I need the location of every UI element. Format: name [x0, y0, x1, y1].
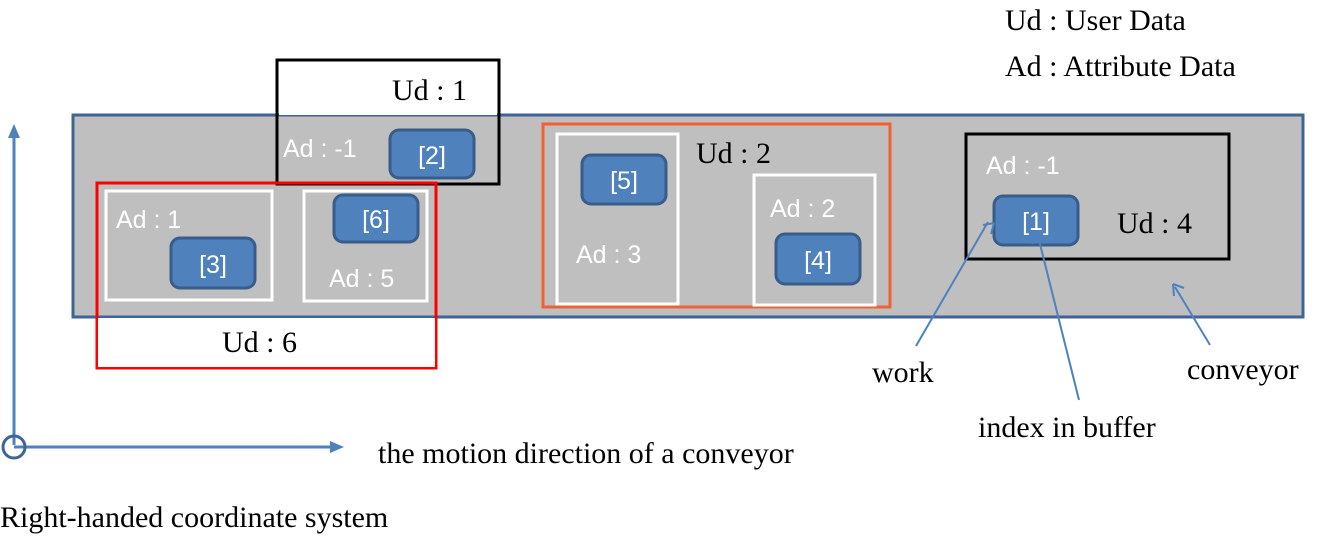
attribute-box-ad1	[104, 189, 274, 302]
work-1[interactable]	[992, 194, 1080, 247]
x-axis-arrowhead	[330, 441, 344, 453]
conveyor-callout-arrow	[1174, 286, 1211, 346]
group-ud4-box	[964, 132, 1231, 261]
attribute-label-ad-neg1-top: Ad : -1	[283, 135, 357, 163]
work-5[interactable]	[580, 153, 668, 206]
legend-ud: Ud : User Data	[1005, 4, 1186, 37]
group-ud6-footer-bg	[98, 318, 435, 367]
group-ud2-label: Ud : 2	[696, 137, 771, 170]
callout-conveyor-label: conveyor	[1187, 353, 1299, 386]
axis-direction-label: the motion direction of a conveyor	[378, 437, 794, 470]
attribute-label-ad1: Ad : 1	[116, 206, 181, 234]
index-callout-arrowhead	[1031, 232, 1045, 245]
group-ud1-label: Ud : 1	[392, 74, 467, 107]
origin-z-axis-icon	[1, 434, 27, 460]
attribute-box-ad3	[555, 132, 680, 306]
attribute-label-ad5: Ad : 5	[329, 265, 394, 293]
callout-work-label: work	[872, 356, 934, 389]
y-axis-arrowhead	[8, 124, 20, 138]
work-3-index: [3]	[199, 251, 227, 279]
work-callout-arrowhead	[982, 222, 995, 235]
work-4-index: [4]	[804, 247, 832, 275]
attribute-box-ad2	[752, 173, 877, 307]
group-ud6-label: Ud : 6	[222, 326, 297, 359]
group-ud4-label: Ud : 4	[1117, 207, 1192, 240]
group-ud1-header-bg	[279, 62, 497, 115]
work-6[interactable]	[332, 193, 420, 244]
work-2-index: [2]	[418, 142, 446, 170]
conveyor-callout-arrowhead	[1172, 283, 1185, 297]
work-3[interactable]	[169, 236, 257, 290]
work-2[interactable]	[388, 128, 476, 180]
callout-index-label: index in buffer	[978, 411, 1156, 444]
legend-ad: Ad : Attribute Data	[1005, 50, 1236, 83]
attribute-label-ad3: Ad : 3	[576, 241, 641, 269]
work-4[interactable]	[774, 232, 862, 286]
work-5-index: [5]	[610, 167, 638, 195]
coordinate-system-label: Right-handed coordinate system	[0, 501, 388, 534]
index-callout-arrow	[1037, 235, 1080, 401]
work-callout-arrow	[915, 221, 989, 347]
work-1-index: [1]	[1022, 208, 1050, 236]
attribute-label-ad-neg1-right: Ad : -1	[986, 152, 1060, 180]
group-ud6-box	[95, 181, 438, 370]
work-6-index: [6]	[362, 206, 390, 234]
attribute-label-ad2: Ad : 2	[770, 195, 835, 223]
attribute-box-ad5	[302, 189, 429, 303]
group-ud2-box	[541, 122, 892, 309]
